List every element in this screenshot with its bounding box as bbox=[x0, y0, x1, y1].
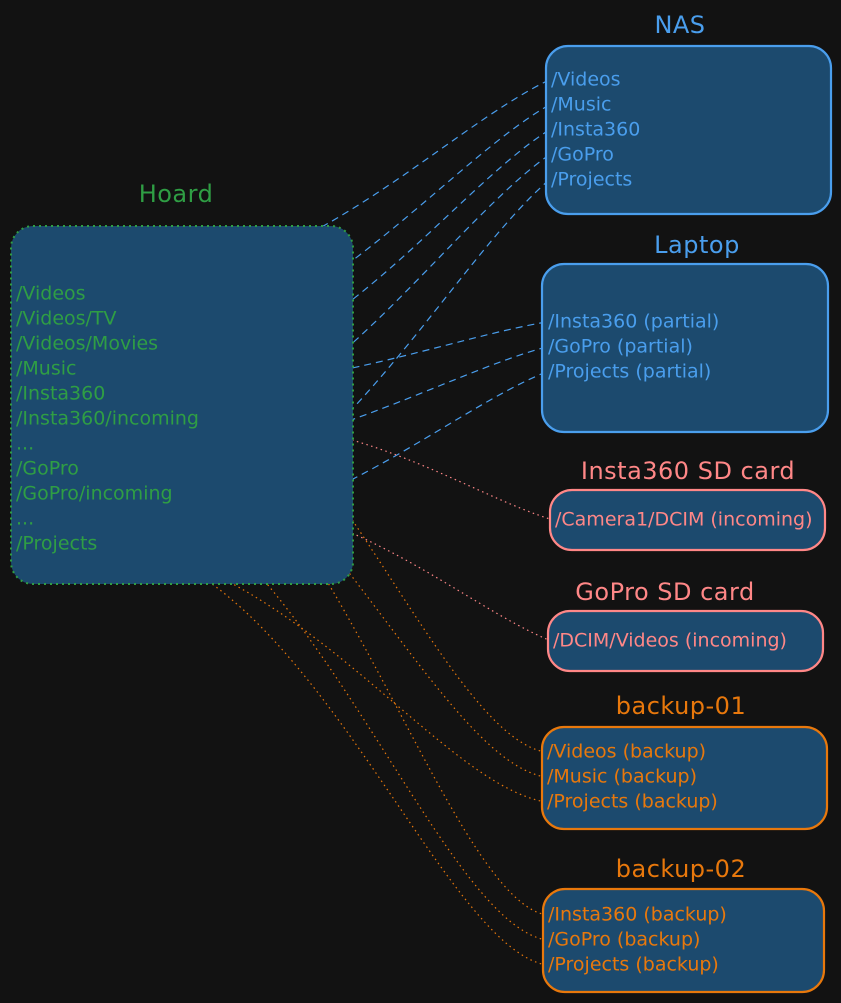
node-item: /Projects (backup) bbox=[547, 791, 718, 813]
node-nas: NAS/Videos/Music/Insta360/GoPro/Projects bbox=[544, 11, 833, 216]
node-item: /GoPro/incoming bbox=[16, 483, 173, 505]
node-item: /Music bbox=[16, 358, 76, 380]
node-item: /Videos/Movies bbox=[16, 333, 158, 355]
node-box bbox=[546, 609, 825, 673]
node-box bbox=[540, 725, 829, 831]
connection-line bbox=[127, 179, 550, 545]
node-item: /GoPro bbox=[16, 458, 79, 480]
node-item: /Videos bbox=[551, 69, 621, 91]
node-item: /GoPro (partial) bbox=[548, 336, 693, 358]
node-title: GoPro SD card bbox=[575, 578, 754, 606]
node-gopro_sd: GoPro SD card/DCIM/Videos (incoming) bbox=[546, 578, 825, 673]
connection-line bbox=[193, 493, 552, 642]
node-box bbox=[548, 488, 827, 552]
node-item: /Videos bbox=[16, 283, 86, 305]
node-item: ... bbox=[16, 508, 34, 530]
node-item: /GoPro (backup) bbox=[548, 929, 700, 951]
node-item: /Videos (backup) bbox=[547, 741, 706, 763]
node-item: /Camera1/DCIM (incoming) bbox=[555, 509, 813, 531]
node-box bbox=[541, 887, 826, 994]
node-item: /Insta360 bbox=[16, 383, 105, 405]
node-item: /DCIM/Videos (incoming) bbox=[553, 630, 787, 652]
connection-line bbox=[127, 543, 547, 966]
node-item: /Insta360 (backup) bbox=[548, 904, 727, 926]
node-item: /Projects bbox=[551, 169, 632, 191]
node-item: /Projects (partial) bbox=[548, 361, 711, 383]
node-laptop: Laptop/Insta360 (partial) /GoPro (partial… bbox=[540, 231, 830, 434]
node-backup01: backup-01/Videos (backup) /Music (backup)… bbox=[540, 692, 829, 831]
node-item: /Insta360/incoming bbox=[16, 408, 199, 430]
node-hoard: Hoard/Videos/Videos/TV/Videos/Movies/Mus… bbox=[10, 180, 354, 585]
connection-line bbox=[127, 371, 547, 545]
node-item: /Insta360 (partial) bbox=[548, 311, 719, 333]
connection-line bbox=[107, 79, 550, 295]
node-item: ... bbox=[16, 433, 34, 455]
node-item: /GoPro bbox=[551, 144, 614, 166]
node-backup02: backup-02/Insta360 (backup) /GoPro (backu… bbox=[541, 855, 826, 994]
storage-nodes: Hoard/Videos/Videos/TV/Videos/Movies/Mus… bbox=[10, 11, 833, 994]
node-title: backup-02 bbox=[616, 855, 746, 883]
node-title: NAS bbox=[654, 11, 705, 39]
node-title: backup-01 bbox=[616, 692, 746, 720]
node-insta_sd: Insta360 SD card/Camera1/DCIM (incoming) bbox=[548, 457, 827, 552]
node-item: /Projects bbox=[16, 533, 97, 555]
connection-line bbox=[225, 418, 554, 521]
node-title: Insta360 SD card bbox=[581, 457, 795, 485]
connection-line bbox=[105, 346, 547, 470]
node-item: /Insta360 bbox=[551, 119, 640, 141]
node-box bbox=[10, 225, 354, 585]
node-box bbox=[544, 44, 833, 216]
node-title: Hoard bbox=[139, 180, 214, 208]
node-item: /Music (backup) bbox=[547, 766, 697, 788]
node-item: /Music bbox=[551, 94, 611, 116]
node-item: /Projects (backup) bbox=[548, 954, 719, 976]
node-title: Laptop bbox=[654, 231, 740, 259]
node-box bbox=[540, 262, 830, 434]
node-item: /Videos/TV bbox=[16, 308, 117, 330]
